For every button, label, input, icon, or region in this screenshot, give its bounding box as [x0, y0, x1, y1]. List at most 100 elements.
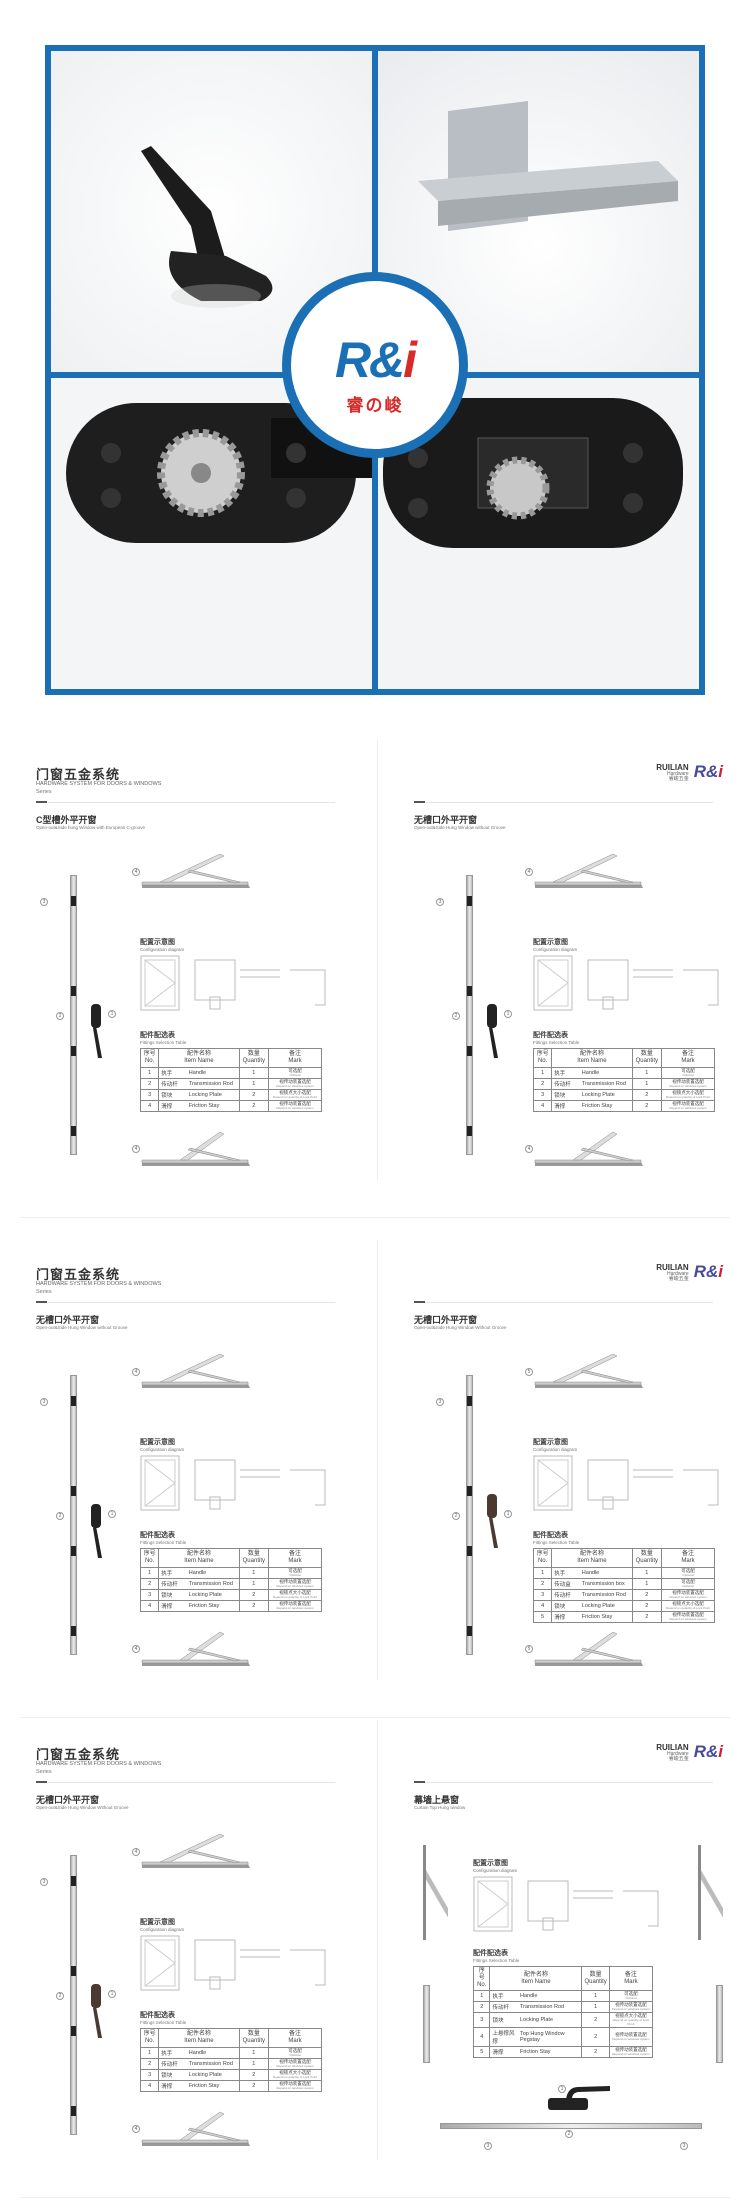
header-cn: 序号 [536, 1051, 549, 1057]
item-name-en: Transmission Rod [186, 1578, 240, 1590]
header-cn: 序号 [143, 1051, 156, 1057]
header-cn: 数量 [589, 1971, 602, 1978]
pegstay-drawing [698, 1845, 723, 1940]
callout-number: 1 [108, 1510, 116, 1518]
fittings-table-title-en: Fittings Selection Table [533, 1040, 580, 1045]
header-cn: 备注 [289, 1551, 302, 1557]
header-en: Mark [288, 1058, 302, 1064]
mark-en: Depend on windows system [276, 1084, 314, 1088]
mark-cn: 视锁点大小选配 [279, 1090, 311, 1095]
row-number: 3 [139, 1089, 160, 1101]
mark-en: Depend on windows system [669, 1617, 707, 1621]
header-cn: 数量 [247, 1051, 260, 1057]
fittings-table-title-en: Fittings Selection Table [473, 1958, 520, 1963]
header-en: Quantity [242, 2038, 265, 2044]
row-number: 3 [472, 2012, 491, 2028]
page-gutter [377, 740, 378, 1180]
quantity: 1 [631, 1578, 663, 1590]
item-name-en: Locking Plate [186, 1589, 240, 1601]
locking-point-icon [71, 1396, 76, 1406]
item-name-cn: 滑撑 [158, 1600, 187, 1612]
quantity: 1 [631, 1567, 663, 1579]
mark-en: Depend on windows system [276, 2064, 314, 2068]
locking-point-icon [467, 1396, 472, 1406]
section-rule [36, 1301, 335, 1303]
row-number: 1 [532, 1567, 553, 1579]
callout-number: 4 [132, 868, 140, 876]
spread-bottom-line [20, 1717, 730, 1718]
section-rule [414, 1301, 713, 1303]
item-name-cn: 传动杆 [489, 2001, 518, 2013]
mark-cn: 视锁点大小选配 [279, 1590, 311, 1595]
mark-en: Depend on quantity of Lock Point [665, 1095, 711, 1099]
window-type-title-cn: 无槽口外平开窗 [36, 1795, 100, 1805]
header-cn: 数量 [640, 1551, 653, 1557]
window-handle-drawing [486, 1000, 500, 1060]
brand-logo: R&i [291, 331, 459, 389]
quantity: 1 [238, 2047, 270, 2059]
item-name-cn: 锁块 [489, 2012, 518, 2028]
row-number: 2 [532, 1078, 553, 1090]
handle-photo-icon [141, 146, 273, 308]
header-cn: 序号 [478, 1968, 485, 1981]
brand-name: RUILIAN [656, 1742, 689, 1752]
configuration-diagram [533, 955, 733, 1011]
row-number: 1 [139, 1067, 160, 1079]
mark-en: Depend on windows system [612, 2037, 650, 2041]
row-number: 4 [532, 1100, 553, 1112]
callout-number: 2 [56, 1992, 64, 2000]
brand-sub: Hardware [667, 1270, 689, 1277]
header-en: Item Name [184, 1058, 214, 1064]
mark-cn: 视传动装置选配 [279, 1079, 311, 1084]
quantity: 2 [581, 2012, 610, 2028]
header-cn: 序号 [536, 1551, 549, 1557]
locking-point-icon [71, 2026, 76, 2036]
window-type-title-cn: C型槽外平开窗 [36, 815, 97, 825]
header-en: Item Name [184, 1558, 214, 1564]
header-en: Item Name [184, 2038, 214, 2044]
friction-stay-top-drawing [533, 850, 645, 890]
header-cn: 配件名称 [523, 1971, 548, 1978]
locking-point-icon [71, 1486, 76, 1496]
mark-en: Depend on windows system [669, 1106, 707, 1110]
item-name-en: Locking Plate [186, 1089, 240, 1101]
callout-number: 5 [525, 1368, 533, 1376]
callout-number: 3 [680, 2142, 688, 2150]
header-cn: 配件名称 [186, 1551, 211, 1557]
item-name-en: Locking Plate [517, 2012, 583, 2028]
row-number: 4 [532, 1600, 553, 1612]
mark-en: Depend on quantity of Lock Point [665, 1606, 711, 1610]
quantity: 2 [238, 1589, 270, 1601]
row-number: 3 [532, 1089, 553, 1101]
callout-number: 4 [132, 2125, 140, 2133]
item-name-cn: 上悬撑风撑 [489, 2027, 518, 2047]
header-en: Item Name [577, 1558, 607, 1564]
window-handle-drawing [548, 2085, 613, 2115]
row-number: 2 [139, 1578, 160, 1590]
config-diagram-title-en: Configuration diagram [473, 1868, 518, 1873]
mark-cn: 视传动装置选配 [279, 1601, 311, 1606]
mark-en: Depend on quantity of Lock Point [612, 2018, 650, 2026]
transmission-rod-drawing [70, 1375, 77, 1655]
fittings-table-title-cn: 配件配选表 [533, 1032, 568, 1039]
fittings-table-title-en: Fittings Selection Table [140, 1040, 187, 1045]
window-type-title-en: Open-out&Side hung Window with European … [36, 825, 146, 830]
